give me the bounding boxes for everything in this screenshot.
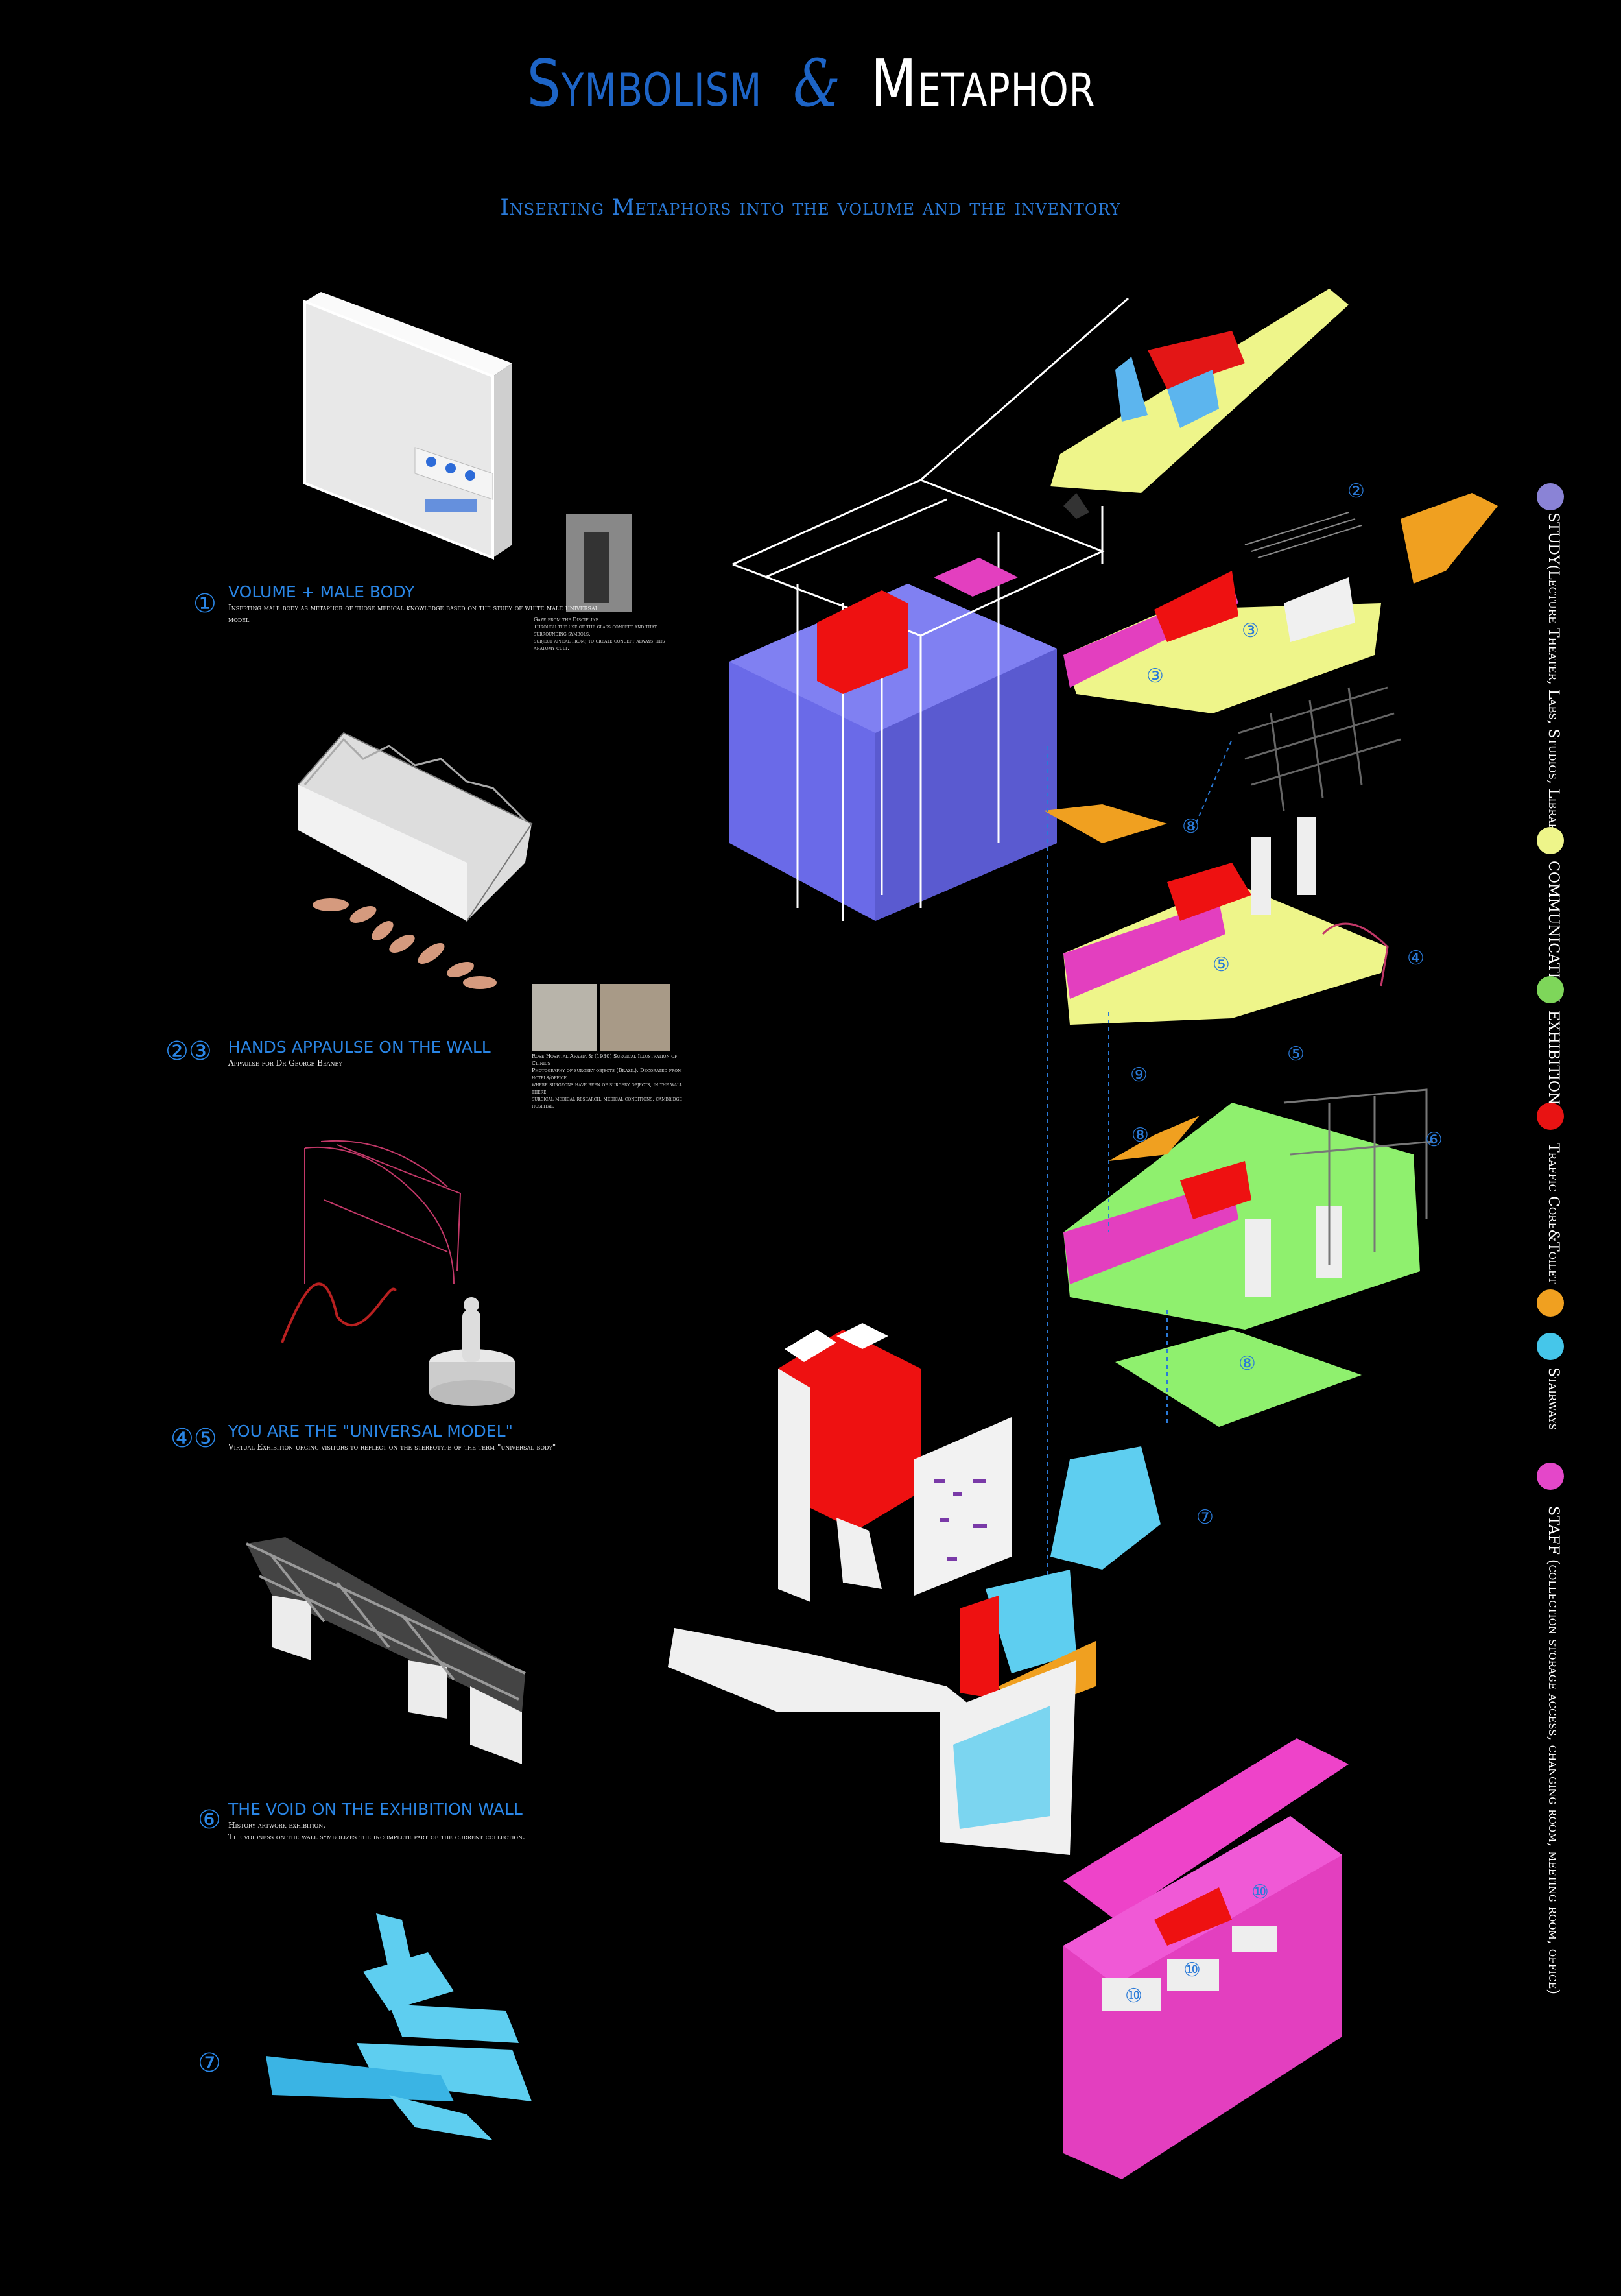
caption-4-title: THE VOID ON THE EXHIBITION WALL bbox=[228, 1800, 523, 1819]
level-communication-upper bbox=[1063, 571, 1381, 713]
marker-5b: ⑤ bbox=[1287, 1043, 1305, 1066]
marker-9: ⑨ bbox=[1130, 1064, 1148, 1086]
title-part-symbolism: Symbolism bbox=[527, 45, 763, 121]
staff-block bbox=[1063, 1738, 1349, 2179]
hands-group bbox=[313, 898, 497, 989]
caption-2-title: HANDS APPAULSE ON THE WALL bbox=[228, 1038, 491, 1057]
caption-5-number: ⑦ bbox=[198, 2048, 221, 2078]
marker-7: ⑦ bbox=[1196, 1506, 1214, 1529]
caption-1-number: ① bbox=[193, 589, 217, 619]
marker-3b: ③ bbox=[1146, 665, 1164, 688]
caption-2-note: Rose Hospital Arabia & (1930) Surgical I… bbox=[532, 1053, 683, 1109]
legend-dot-exhibition bbox=[1537, 976, 1564, 1003]
legend-dot-study bbox=[1537, 483, 1564, 510]
poster-subtitle: Inserting Metaphors into the volume and … bbox=[500, 195, 1121, 221]
bridge-walkway bbox=[668, 1628, 979, 1712]
marker-8a: ⑧ bbox=[1182, 815, 1200, 838]
marker-10b: ⑩ bbox=[1183, 1959, 1201, 1981]
canopy-wireframe bbox=[304, 1140, 462, 1285]
title-part-metaphor: Metaphor bbox=[870, 45, 1096, 121]
legend-dot-staff bbox=[1537, 1463, 1564, 1490]
caption-4-number: ⑥ bbox=[198, 1805, 221, 1835]
marker-6: ⑥ bbox=[1425, 1129, 1443, 1151]
caption-3-title: You are the "Universal Model" bbox=[228, 1422, 514, 1441]
legend-label-study: STUDY(Lecture Theater, Labs, Studios, Li… bbox=[1545, 512, 1561, 843]
legend-dot-communication bbox=[1537, 827, 1564, 854]
legend-dot-stairways-orange bbox=[1537, 1289, 1564, 1317]
title-ampersand: & bbox=[792, 45, 841, 121]
marker-4: ④ bbox=[1407, 947, 1425, 970]
marker-8b: ⑧ bbox=[1131, 1124, 1149, 1147]
caption-1-desc: Inserting male body as metaphor of those… bbox=[228, 603, 599, 624]
caption-1-title: VOLUME + MALE BODY bbox=[228, 582, 415, 601]
grid-frame-2 bbox=[1238, 686, 1401, 811]
volume-male-body-model bbox=[303, 292, 512, 560]
legend-dot-stairways-cyan bbox=[1537, 1333, 1564, 1360]
caption-4-desc: History artwork exhibition, The voidness… bbox=[228, 1821, 525, 1841]
cyan-stair-model bbox=[266, 1913, 532, 2140]
traffic-core-tower bbox=[778, 1323, 921, 1602]
caption-1-note: Gaze from the Discipline Through the use… bbox=[534, 617, 665, 651]
exhibition-wall-truss bbox=[246, 1537, 526, 1764]
marker-10c: ⑩ bbox=[1125, 1985, 1142, 2007]
hands-wall-model bbox=[297, 732, 533, 922]
photo-arcade-2 bbox=[600, 984, 670, 1051]
main-building-model bbox=[729, 297, 1129, 921]
grid-frame-1 bbox=[1244, 512, 1362, 558]
legend-dot-traffic bbox=[1537, 1103, 1564, 1130]
level-exhibition bbox=[1063, 1103, 1420, 1427]
caption-2-number: ②③ bbox=[165, 1036, 212, 1066]
legend-label-staff: STAFF (collection storage access, changi… bbox=[1545, 1506, 1561, 1994]
caption-2-desc: Appaulse for Dr George Beaney bbox=[228, 1058, 342, 1068]
legend-label-stairways: Stairways bbox=[1545, 1367, 1561, 1431]
marker-5a: ⑤ bbox=[1213, 953, 1230, 976]
legend-label-exhibition: EXHIBITION bbox=[1545, 1010, 1561, 1105]
level-communication-middle bbox=[1063, 817, 1388, 1025]
legend-label-traffic: Traffic Core&Toilet bbox=[1545, 1143, 1561, 1284]
photo-arcade-1 bbox=[532, 984, 597, 1051]
marker-10a: ⑩ bbox=[1251, 1881, 1269, 1904]
marker-8c: ⑧ bbox=[1238, 1352, 1256, 1375]
stair-orange-1 bbox=[1401, 493, 1498, 584]
caption-3-number: ④⑤ bbox=[171, 1424, 217, 1453]
caption-3-desc: Virtual Exhibition urging visitors to re… bbox=[228, 1442, 556, 1452]
alignment-guides bbox=[1047, 739, 1233, 1576]
poster-title: Symbolism&Metaphor bbox=[0, 45, 1621, 130]
marker-2: ② bbox=[1347, 480, 1365, 503]
marker-3a: ③ bbox=[1242, 619, 1259, 642]
void-wall-panel bbox=[914, 1417, 1012, 1596]
